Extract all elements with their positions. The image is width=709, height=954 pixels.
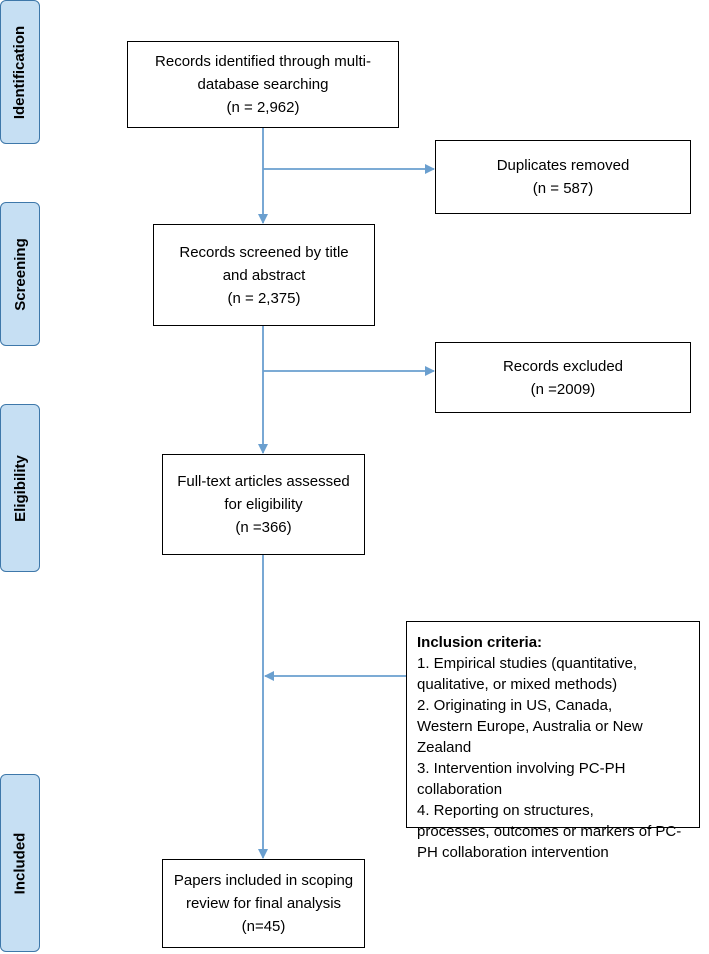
box-line: (n = 2,375): [227, 289, 301, 307]
fulltext-assessed-box: Full-text articles assessed for eligibil…: [162, 454, 365, 555]
inclusion-criteria-box: Inclusion criteria: 1. Empirical studies…: [406, 621, 700, 861]
box-line: (n = 2,962): [226, 99, 300, 116]
records-identified-box: Records identified through multi- databa…: [127, 41, 399, 128]
criteria-line: collaboration: [417, 781, 503, 798]
criteria-line: Western Europe, Australia or New: [417, 718, 643, 735]
box-line: database searching: [197, 76, 329, 93]
box-line: Records identified through multi-: [155, 53, 371, 70]
box-line: (n=45): [241, 918, 286, 935]
box-line: (n =366): [235, 519, 292, 536]
inclusion-criteria-title: Inclusion criteria:: [417, 634, 543, 651]
box-line: and abstract: [222, 266, 306, 284]
criteria-line: qualitative, or mixed methods): [417, 676, 618, 693]
criteria-line: Zealand: [417, 739, 472, 756]
criteria-line: 4. Reporting on structures,: [417, 802, 594, 819]
phase-screening: Screening: [0, 202, 40, 346]
phase-screening-label: Screening: [11, 237, 29, 311]
criteria-line: 2. Originating in US, Canada,: [417, 697, 613, 714]
box-line: (n = 587): [532, 180, 594, 197]
duplicates-removed-box: Duplicates removed (n = 587): [435, 140, 691, 214]
phase-included: Included: [0, 774, 40, 952]
criteria-line: 3. Intervention involving PC-PH: [417, 760, 626, 777]
phase-eligibility-label: Eligibility: [11, 454, 29, 522]
phase-included-label: Included: [11, 832, 29, 894]
records-screened-box: Records screened by title and abstract (…: [153, 224, 375, 326]
phase-identification: Identification: [0, 0, 40, 144]
box-line: Papers included in scoping: [173, 872, 354, 889]
box-line: Duplicates removed: [496, 157, 630, 174]
box-line: Full-text articles assessed: [177, 473, 350, 490]
box-line: Records excluded: [502, 357, 624, 375]
phase-identification-label: Identification: [11, 25, 29, 119]
criteria-line: processes, outcomes or markers of PC-: [417, 823, 682, 840]
records-excluded-box: Records excluded (n =2009): [435, 342, 691, 413]
papers-included-box: Papers included in scoping review for fi…: [162, 859, 365, 948]
box-line: (n =2009): [530, 380, 596, 398]
criteria-line: PH collaboration intervention: [417, 844, 609, 861]
box-line: review for final analysis: [185, 895, 342, 912]
criteria-line: 1. Empirical studies (quantitative,: [417, 655, 638, 672]
box-line: for eligibility: [224, 496, 303, 513]
box-line: Records screened by title: [179, 243, 349, 261]
phase-eligibility: Eligibility: [0, 404, 40, 572]
